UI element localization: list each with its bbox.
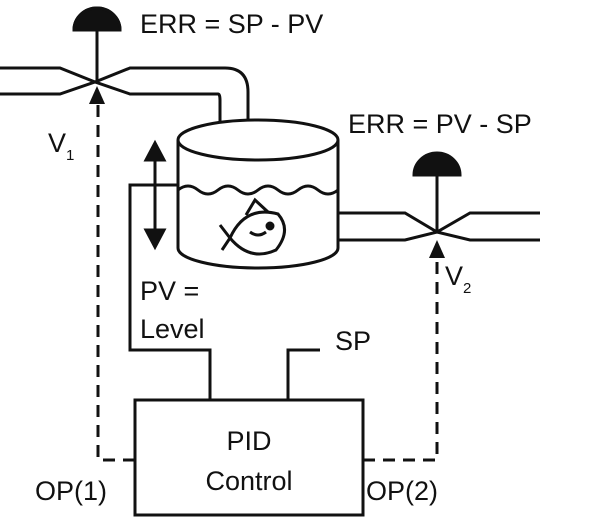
op2-signal-line	[363, 240, 445, 462]
controller-label-line1: PID	[226, 426, 271, 456]
err-right-label: ERR = PV - SP	[348, 109, 532, 139]
v2-label: V2	[445, 261, 471, 297]
v1-label: V1	[48, 128, 74, 164]
valve-v1	[72, 6, 122, 82]
pid-controller-box	[133, 398, 365, 517]
valve-v2	[412, 151, 462, 232]
level-indicator-arrow	[143, 139, 167, 251]
pv-label-line1: PV =	[140, 276, 199, 306]
op1-label: OP(1)	[35, 476, 107, 506]
water-surface	[177, 184, 339, 196]
fish-icon	[218, 197, 286, 256]
sp-line	[286, 348, 320, 400]
op1-signal-line	[89, 86, 135, 462]
inlet-pipe	[0, 66, 250, 132]
op2-label: OP(2)	[366, 476, 438, 506]
pv-measurement-line	[128, 183, 212, 400]
pv-label-line2: Level	[140, 314, 205, 344]
controller-label-line2: Control	[205, 466, 292, 496]
err-top-label: ERR = SP - PV	[140, 9, 323, 39]
outlet-pipe	[338, 211, 540, 242]
tank	[176, 118, 340, 270]
sp-label: SP	[335, 326, 371, 356]
